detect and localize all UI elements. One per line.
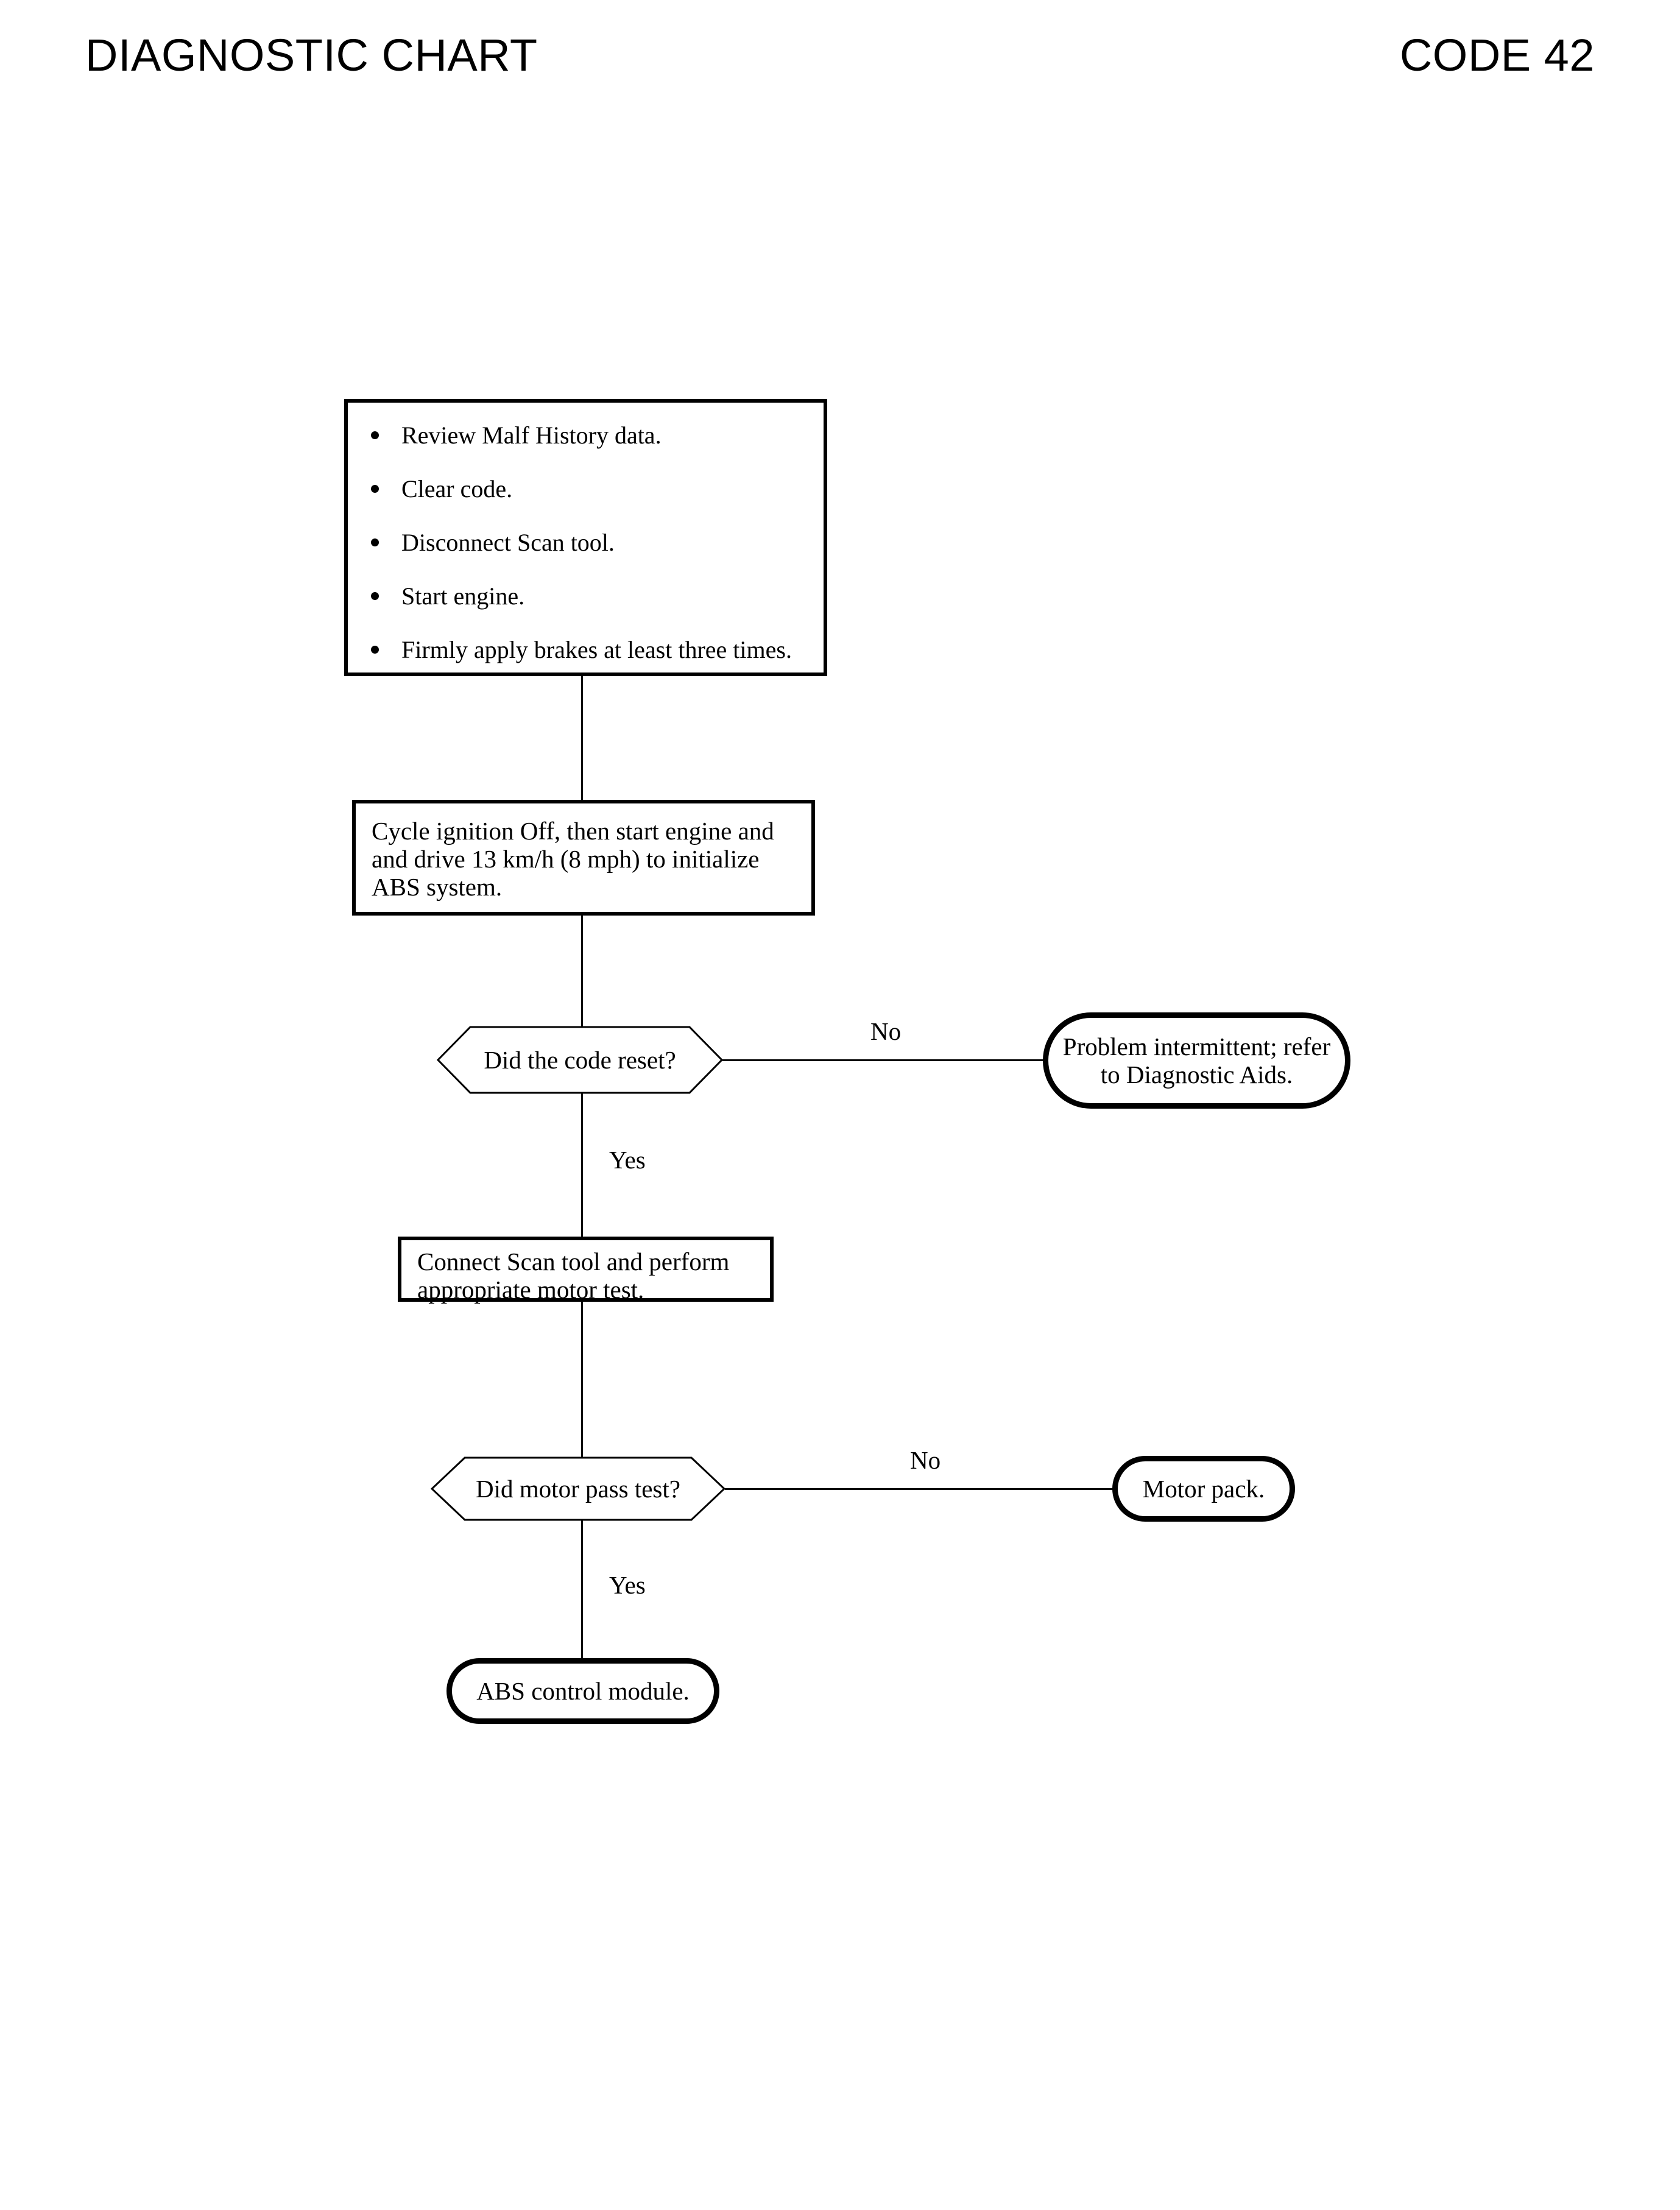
edge-label-no-decision1: No [870, 1017, 902, 1045]
diagnostic-code-label: CODE 42 [1399, 30, 1595, 80]
process-box-connect-scan-tool: Connect Scan tool and perform appropriat… [398, 1237, 774, 1304]
connector-decision2-yes-to-terminal3 [581, 1520, 583, 1660]
edge-label-yes-decision1: Yes [609, 1146, 646, 1174]
terminal-problem-intermittent: Problem intermittent; refer to Diagnosti… [1043, 1012, 1350, 1109]
connector-step1-to-step2 [581, 676, 583, 801]
terminal-abs-control-module: ABS control module. [446, 1658, 719, 1724]
decision-did-motor-pass-test: Did motor pass test? [431, 1456, 725, 1521]
bullet-dot-icon [371, 431, 379, 439]
terminal-motor-pack: Motor pack. [1112, 1456, 1295, 1522]
process-box-cycle-ignition: Cycle ignition Off, then start engine an… [352, 800, 815, 916]
bullet-dot-icon [371, 592, 379, 600]
page-header: DIAGNOSTIC CHART CODE 42 [0, 0, 1680, 91]
list-item-label: Disconnect Scan tool. [401, 529, 615, 556]
list-item: Clear code. [369, 475, 811, 504]
terminal-problem-intermittent-text: Problem intermittent; refer to Diagnosti… [1062, 1033, 1331, 1089]
connector-step3-to-decision2 [581, 1301, 583, 1459]
list-item-label: Start engine. [401, 582, 525, 610]
connector-decision2-no-to-terminal2 [725, 1488, 1115, 1490]
initial-steps-list: Review Malf History data. Clear code. Di… [369, 421, 811, 665]
connector-decision1-no-to-terminal1 [722, 1059, 1045, 1061]
list-item-label: Clear code. [401, 475, 513, 503]
list-item: Firmly apply brakes at least three times… [369, 635, 811, 665]
hexagon-shape-icon [431, 1456, 725, 1521]
hexagon-shape-icon [437, 1026, 723, 1094]
edge-label-yes-decision2: Yes [609, 1571, 646, 1599]
process-box-initial-steps: Review Malf History data. Clear code. Di… [344, 399, 827, 676]
list-item: Disconnect Scan tool. [369, 528, 811, 557]
bullet-dot-icon [371, 538, 379, 546]
list-item: Review Malf History data. [369, 421, 811, 450]
bullet-dot-icon [371, 485, 379, 493]
terminal-abs-control-module-text: ABS control module. [476, 1677, 690, 1705]
connector-step2-to-decision1 [581, 916, 583, 1028]
page-title: DIAGNOSTIC CHART [85, 30, 538, 80]
terminal-motor-pack-text: Motor pack. [1142, 1475, 1265, 1503]
decision-did-motor-pass-test-label: Did motor pass test? [476, 1475, 680, 1503]
edge-label-no-decision2: No [910, 1446, 941, 1474]
process-box-cycle-ignition-text: Cycle ignition Off, then start engine an… [372, 817, 774, 901]
list-item: Start engine. [369, 582, 811, 611]
process-box-connect-scan-tool-text: Connect Scan tool and perform appropriat… [417, 1248, 730, 1304]
decision-did-code-reset: Did the code reset? [437, 1026, 723, 1094]
list-item-label: Firmly apply brakes at least three times… [401, 636, 792, 663]
connector-decision1-yes-to-step3 [581, 1092, 583, 1238]
list-item-label: Review Malf History data. [401, 422, 662, 449]
bullet-dot-icon [371, 646, 379, 654]
decision-did-code-reset-label: Did the code reset? [484, 1046, 676, 1074]
